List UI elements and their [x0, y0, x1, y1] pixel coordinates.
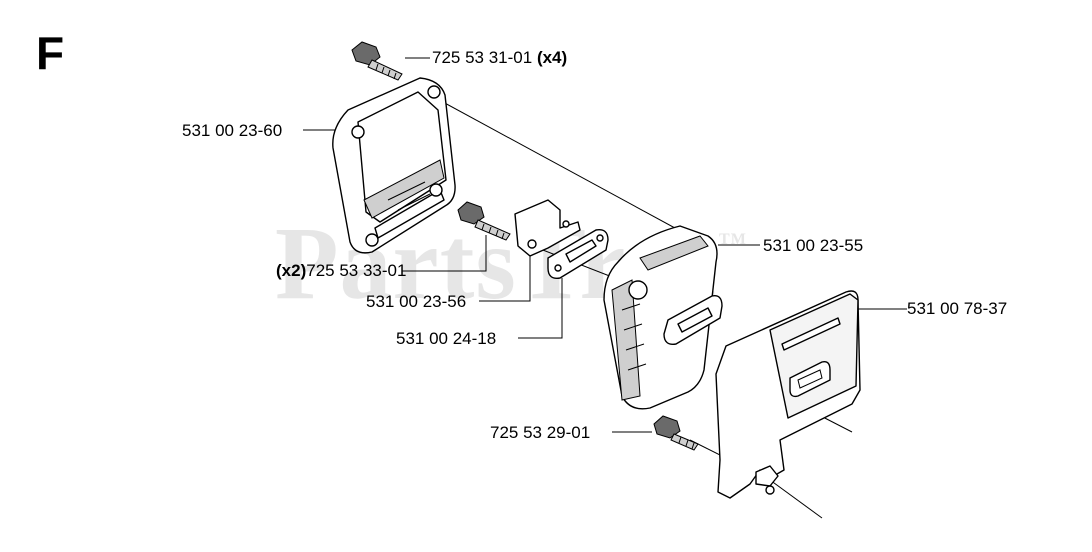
label-bolt-top: 725 53 31-01 (x4) — [432, 48, 568, 67]
muffler-part — [603, 225, 723, 410]
cover-part — [332, 77, 456, 254]
bracket-part — [514, 199, 581, 257]
bolt-top-icon — [351, 41, 403, 81]
gasket-part — [547, 229, 609, 279]
label-bolt-mid: (x2)725 53 33-01 — [276, 261, 407, 280]
label-cover: 531 00 23-60 — [182, 121, 283, 140]
leader-lines — [303, 57, 907, 519]
bolt-mid-icon — [457, 201, 511, 241]
label-gasket: 531 00 24-18 — [396, 329, 497, 348]
section-letter: F — [36, 27, 65, 79]
label-bracket: 531 00 23-56 — [366, 292, 467, 311]
label-bolt-low: 725 53 29-01 — [490, 423, 591, 442]
label-shield: 531 00 78-37 — [907, 299, 1008, 318]
bolt-low-icon — [653, 415, 699, 451]
heat-shield-part — [715, 290, 861, 499]
label-muffler: 531 00 23-55 — [763, 236, 864, 255]
